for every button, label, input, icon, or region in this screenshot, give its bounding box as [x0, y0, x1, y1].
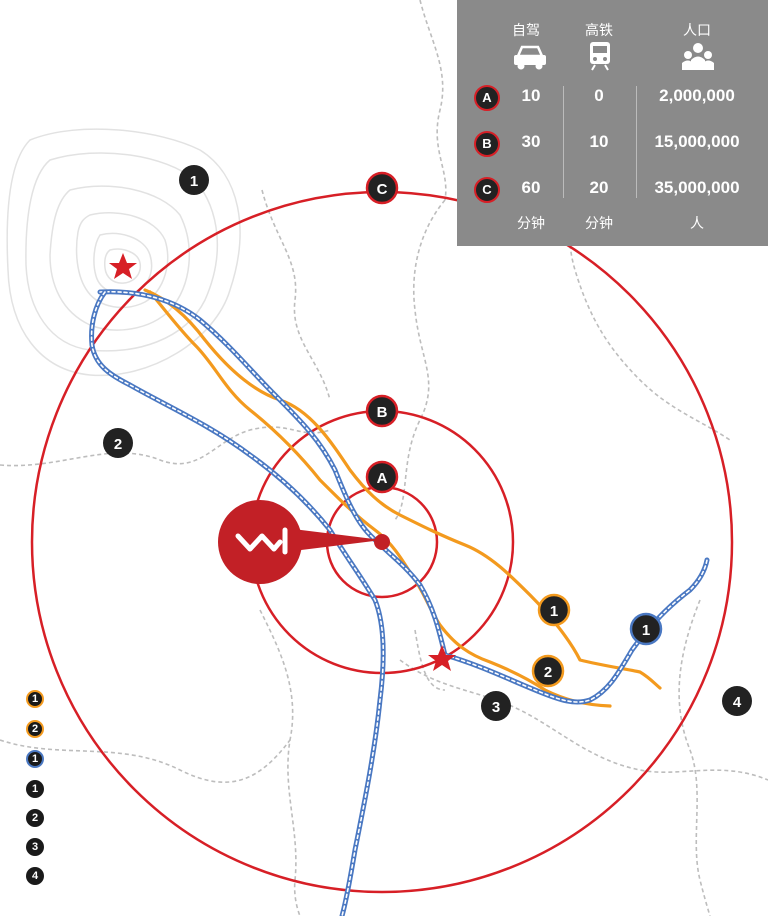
train-icon [590, 42, 610, 71]
svg-text:1: 1 [550, 603, 558, 620]
orange-line-1 [143, 288, 662, 690]
unit-population: 人 [690, 215, 704, 231]
row-b-rail: 10 [589, 132, 609, 151]
people-icon [682, 43, 714, 70]
row-a-population: 2,000,000 [659, 86, 735, 105]
blue-route-1-label: 1 [629, 612, 663, 646]
row-a-badge: A [474, 85, 500, 111]
ring-badge-a: A [365, 460, 399, 494]
svg-text:1: 1 [190, 173, 198, 190]
legend-region-1: 1 [26, 780, 44, 798]
region-4: 4 [722, 686, 752, 716]
ring-badge-c-label: C [377, 181, 388, 198]
car-icon [514, 45, 546, 70]
header-rail: 高铁 [585, 22, 613, 38]
column-divider [563, 86, 564, 198]
legend-orange-1: 1 [26, 690, 44, 708]
legend-blue-1: 1 [26, 750, 44, 768]
row-c-population: 35,000,000 [654, 178, 740, 197]
header-population: 人口 [683, 22, 711, 38]
row-c-badge: C [474, 177, 500, 203]
legend-region-2: 2 [26, 809, 44, 827]
row-b-car: 30 [521, 132, 541, 151]
row-a-rail: 0 [594, 86, 604, 105]
orange-route-2-label: 2 [531, 654, 565, 688]
star-icon [109, 253, 137, 279]
svg-text:3: 3 [492, 699, 500, 716]
svg-text:2: 2 [114, 436, 122, 453]
column-divider [636, 86, 637, 198]
ring-badge-a-label: A [377, 470, 388, 487]
legend-region-4: 4 [26, 867, 44, 885]
blue-rail-lines [89, 289, 710, 916]
header-car: 自驾 [512, 22, 540, 38]
ring-badge-b: B [365, 394, 399, 428]
legend-orange-2: 2 [26, 720, 44, 738]
row-c-rail: 20 [589, 178, 609, 197]
row-a-car: 10 [521, 86, 541, 105]
row-c-car: 60 [521, 178, 541, 197]
region-2: 2 [103, 428, 133, 458]
ring-badge-b-label: B [377, 404, 388, 421]
unit-rail: 分钟 [585, 215, 613, 231]
legend-region-3: 3 [26, 838, 44, 856]
svg-text:1: 1 [642, 622, 650, 639]
row-b-population: 15,000,000 [654, 132, 740, 151]
region-3: 3 [481, 691, 511, 721]
svg-text:4: 4 [733, 694, 742, 711]
ring-badge-c: C [365, 171, 399, 205]
city-pin [218, 500, 390, 584]
logo-icon [235, 527, 288, 555]
star-icon [428, 645, 456, 671]
orange-route-1-label: 1 [537, 593, 571, 627]
row-b-badge: B [474, 131, 500, 157]
svg-text:2: 2 [544, 664, 552, 681]
region-1: 1 [179, 165, 209, 195]
unit-car: 分钟 [517, 215, 545, 231]
stats-panel: 自驾 高铁 人口 A 10 0 2,000,000 B 30 10 15,000… [457, 0, 768, 246]
